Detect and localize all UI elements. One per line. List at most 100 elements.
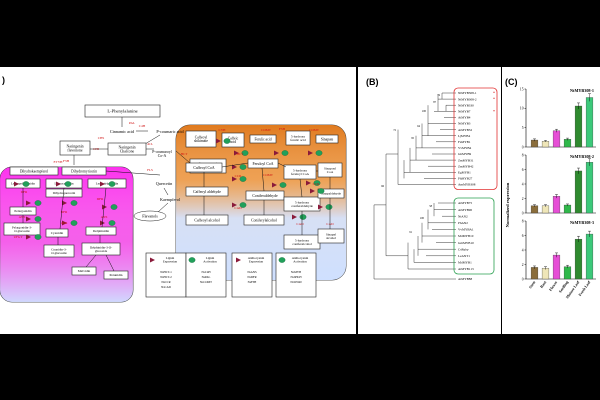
arrow-l5	[299, 178, 303, 198]
delph-glc-box	[81, 242, 121, 256]
chart-2-bar-4	[574, 238, 583, 280]
tree-bootstrap-5: 72	[393, 129, 396, 132]
tree-bootstrap-8: 91	[409, 231, 412, 234]
chart-2-ticklabel-0: 0	[522, 277, 524, 281]
conif-ald-box	[245, 190, 285, 201]
ferul-coa-label: Feruloyl CoA	[253, 162, 274, 166]
chart-0-ticklabel-0: 0	[522, 145, 524, 149]
antho-0-dot	[22, 181, 30, 187]
tree-label-green-9: MdMYB1	[458, 261, 472, 265]
delph-glc-label: Delphinidin-3-O-glucoside	[90, 246, 112, 253]
chart-2-title: NtMYB308-3	[570, 220, 594, 225]
lignin-9-dot	[299, 214, 307, 220]
lignin-5-flag	[232, 176, 237, 182]
green-clade-box	[453, 197, 495, 275]
enzyme-f35h: F3'5'H	[54, 160, 63, 164]
sinapate-box	[315, 134, 339, 144]
lignin-11-dot	[313, 180, 321, 186]
antho-enzyme-4: ANS	[61, 221, 68, 225]
sinapate-label: Sinapate	[321, 137, 334, 141]
chart-0-bar-4	[574, 105, 583, 148]
tree-label-red-10: GhMYB9	[458, 152, 472, 156]
tree-label-red-4: AtMYB4	[458, 116, 471, 120]
tree-label-red-3: NtMYB7	[458, 110, 471, 114]
enzyme-4cl: 4CL	[147, 142, 153, 146]
tree-bootstrap-9: 66	[381, 185, 384, 188]
tree-label-red-9: VvMYB4	[458, 146, 472, 150]
antho-1-flag	[56, 181, 61, 187]
dhk-label: Dihydrokaempferol	[20, 169, 48, 173]
ferulic-box	[249, 134, 277, 144]
lignin-enzyme-10: CAD	[326, 222, 334, 226]
lignin-4-flag	[232, 164, 237, 170]
antho-5-dot	[110, 204, 118, 210]
pelarg-glc-label: Pelargonidin-3-O-glucoside	[12, 226, 32, 233]
lignin-2-flag	[274, 150, 279, 156]
category-label-3: Seedling	[558, 280, 569, 294]
antho-enzyme-5: DFR	[97, 197, 104, 201]
delph-label: Delphinidin	[93, 229, 110, 233]
lignin-8-dot	[239, 202, 247, 208]
cyan-glc-label: Cyanidin-3-O-glucoside	[51, 248, 67, 255]
antho-enzyme-6: ANS	[101, 215, 108, 219]
quercetin-label: Quercetin	[156, 181, 173, 186]
legend-item-3-1: NsbHLH	[291, 275, 303, 279]
lignin-enzyme-7: CCR	[313, 182, 321, 186]
phe-box	[84, 104, 161, 118]
tree-label-red-8: FaMYB1	[458, 140, 471, 144]
category-label-1: Root	[540, 280, 548, 289]
cyan-box	[45, 228, 69, 238]
kaempferol-label: Kaempferol	[160, 197, 181, 202]
legend-item-1-0: NsC4H	[201, 270, 211, 274]
naringenin-box	[59, 140, 91, 156]
enzyme-c4h: C4H	[139, 124, 146, 128]
category-label-0: Stem	[528, 280, 536, 290]
antho-2-flag	[100, 181, 105, 187]
chart-1-ticklabel-1: 2	[522, 197, 524, 201]
chart-1-bar-2	[552, 196, 561, 214]
tree-label-green-2: NtAN2	[458, 214, 468, 218]
tree-bootstrap-7: 100	[420, 217, 425, 220]
tree-bootstrap-2: 100	[422, 110, 427, 113]
petun-box	[103, 270, 129, 280]
tree-label-red-6: AtMYB32	[458, 128, 472, 132]
antho-6-dot	[34, 216, 42, 222]
chart-1-bar-5	[585, 162, 594, 214]
dhm-label: Dihydromyricetin	[71, 169, 97, 173]
enzyme-chs: CHS	[98, 136, 105, 140]
enzyme-hct: HCT	[181, 152, 189, 156]
category-label-2: Flower	[549, 280, 559, 292]
tree-label-red-5: NtMYB3	[458, 122, 471, 126]
lignin-enzyme-9: CAD	[296, 222, 304, 226]
arrow-a3	[59, 187, 65, 230]
category-label-5: Fresh Leaf	[578, 280, 592, 297]
tree-star-0: *	[493, 91, 496, 96]
petun-label: Petunidin	[110, 273, 123, 277]
chart-0-bar-2	[552, 130, 561, 148]
lignin-3-flag	[308, 150, 313, 156]
antho-enzyme-3: DFR	[61, 210, 68, 214]
tree-bootstrap-6: 58	[429, 205, 432, 208]
antho-enzyme-1: ANS	[19, 215, 26, 219]
antho-4-flag	[62, 200, 67, 206]
lignin-enzyme-2: F5H	[279, 127, 286, 131]
arrow-coa-shik	[175, 150, 191, 164]
caff-ald-label: Caffeoyl aldehyde	[193, 190, 221, 194]
tree-label-green-0: AtMYB75	[458, 201, 472, 205]
enzyme-f3h: F3H	[63, 159, 70, 163]
tree-label-red-1: NtMYB308-2	[458, 97, 477, 101]
legend-0-flag	[150, 257, 155, 263]
chart-1-ticklabel-2: 4	[522, 182, 524, 186]
chart-1-title: NtMYB308-2	[570, 154, 594, 159]
cyan-glc-box	[43, 244, 75, 258]
arrow-kae-fla	[157, 202, 169, 213]
cyan-label: Cyanidin	[51, 231, 64, 235]
chart-2-bar-1	[541, 267, 550, 280]
lignin-0-flag	[216, 138, 221, 144]
